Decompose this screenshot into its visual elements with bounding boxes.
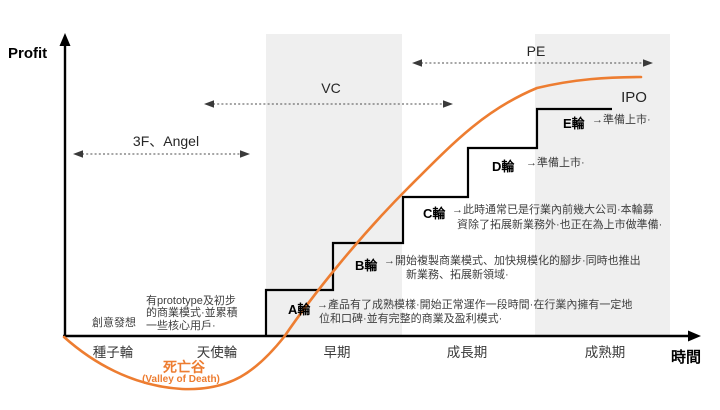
round-c-label: C輪 [423, 206, 446, 221]
pe-label: PE [526, 43, 546, 59]
profit-curve [62, 75, 643, 391]
stage-growth-label: 成長期 [446, 345, 488, 360]
round-a-desc-line2: 位和口碑·並有完整的商業及盈利模式· [319, 312, 503, 325]
round-a-desc: →產品有了成熟模樣·開始正常運作一段時間·在行業內擁有一定地 位和口碑·並有完整… [317, 299, 632, 326]
arrow-left-icon [412, 59, 422, 67]
arrow-right-icon [240, 150, 250, 158]
prototype-note-line2: 的商業模式·並累積 [146, 307, 238, 320]
vc-label: VC [321, 80, 341, 96]
valley-of-death-subtitle: (Valley of Death) [142, 374, 220, 385]
round-b-desc: →開始複製商業模式、加快規模化的腳步·同時也推出 新業務、拓展新領域· [384, 255, 641, 282]
round-d-label: D輪 [492, 159, 515, 174]
round-c-desc: →此時通常已是行業內前幾大公司·本輪募 資除了拓展新業務外·也正在為上市做準備· [452, 203, 662, 232]
stage-mature-label: 成熟期 [584, 345, 626, 360]
arrow-right-icon [443, 100, 453, 108]
round-b-desc-line1: →開始複製商業模式、加快規模化的腳步·同時也推出 [384, 255, 641, 267]
round-d-desc: →準備上市· [526, 157, 585, 169]
round-a-label: A輪 [288, 302, 311, 317]
round-b-label: B輪 [355, 258, 378, 273]
arrow-left-icon [204, 100, 214, 108]
x-axis-arrowhead-icon [688, 330, 701, 342]
idea-note: 創意發想 [92, 317, 136, 329]
stage-early-label: 早期 [323, 345, 351, 360]
valley-of-death-title: 死亡谷 [163, 359, 205, 375]
y-axis-arrowhead-icon [59, 33, 71, 46]
y-axis-title: Profit [8, 45, 48, 62]
funding-staircase-line [264, 107, 612, 336]
round-b-desc-line2: 新業務、拓展新領域· [406, 268, 509, 281]
fff-angel-label: 3F、Angel [132, 133, 200, 149]
arrow-left-icon [73, 150, 83, 158]
stage-angel-label: 天使輪 [196, 345, 238, 360]
prototype-note: 有prototype及初步 的商業模式·並累積 一些核心用戶· [146, 295, 238, 332]
round-c-desc-line1: →此時通常已是行業內前幾大公司·本輪募 [452, 204, 654, 216]
x-axis-title: 時間 [671, 349, 702, 366]
arrow-right-icon [643, 59, 653, 67]
round-e-desc: →準備上市· [592, 114, 651, 126]
stage-seed-label: 種子輪 [92, 345, 134, 360]
round-e-label: E輪 [563, 116, 585, 131]
prototype-note-line1: 有prototype及初步 [146, 295, 236, 307]
round-a-desc-line1: →產品有了成熟模樣·開始正常運作一段時間·在行業內擁有一定地 [317, 299, 633, 311]
ipo-label: IPO [621, 89, 647, 106]
prototype-note-line3: 一些核心用戶· [146, 319, 216, 332]
round-c-desc-line2: 資除了拓展新業務外·也正在為上市做準備· [457, 218, 663, 231]
